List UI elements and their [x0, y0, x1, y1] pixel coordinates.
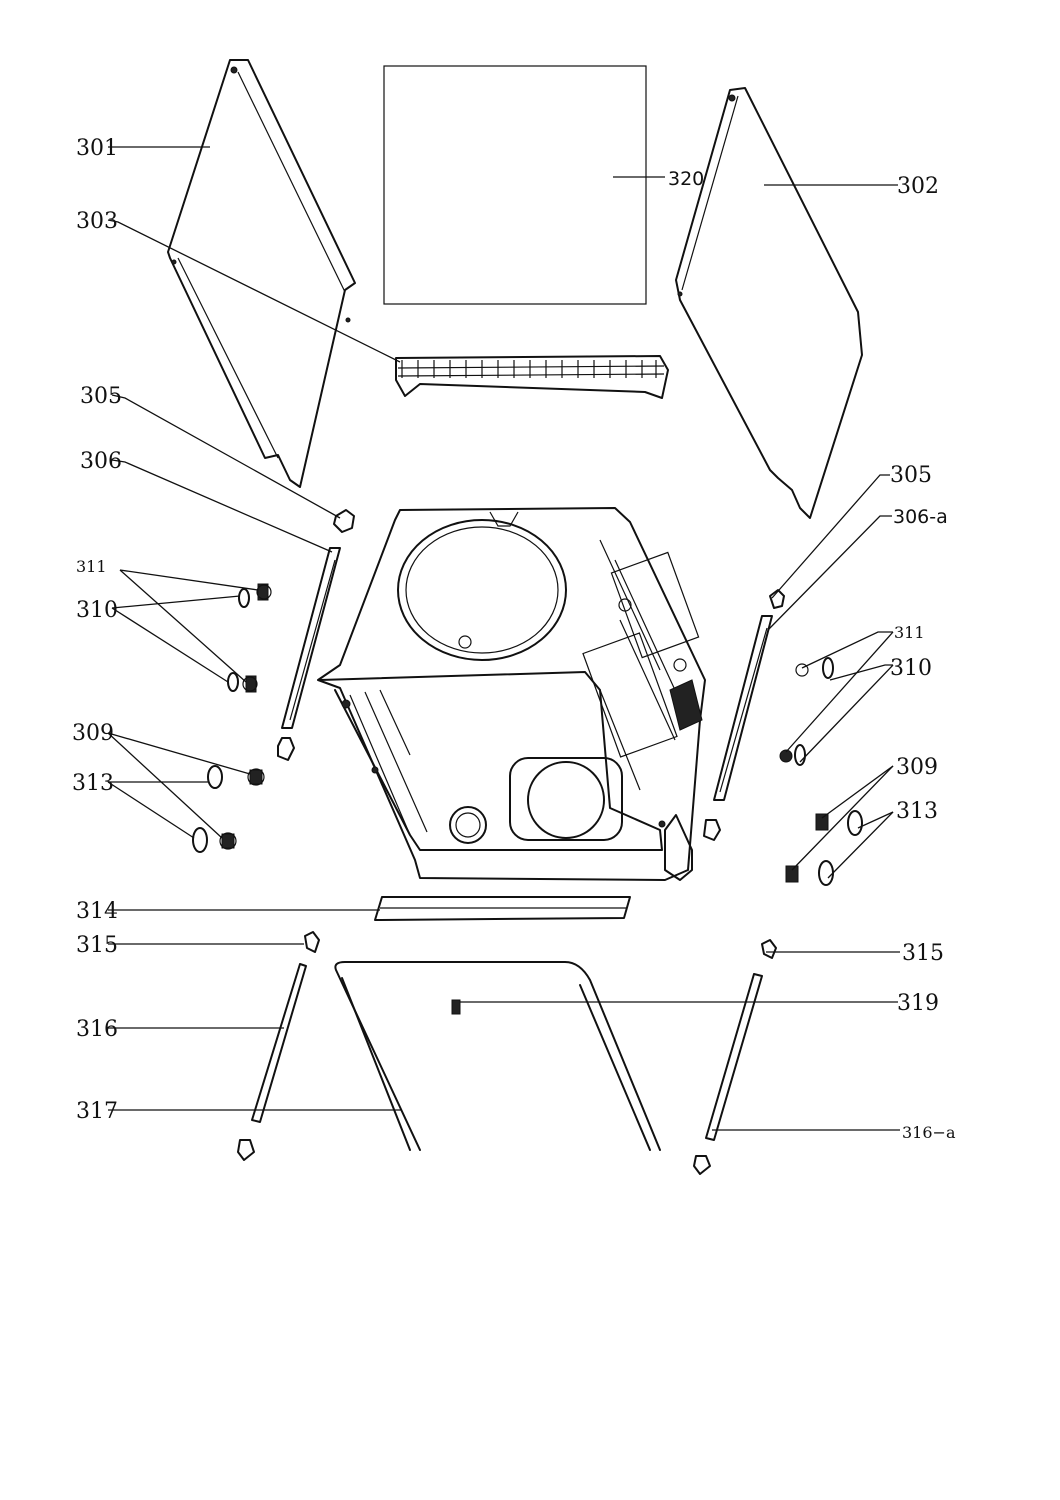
part-315-right-clip: [761, 939, 777, 959]
part-labels: 301 303 320 302 305 306 305 306-a 311 31…: [72, 136, 956, 1142]
part-tub-assembly: [317, 507, 706, 881]
part-306a-right-rail: [703, 615, 773, 841]
label-320: 320: [668, 168, 704, 190]
part-302-right-side-panel: [675, 87, 863, 519]
label-309-left: 309: [72, 721, 114, 746]
label-306a: 306-a: [893, 506, 948, 528]
part-311-left-screws: [242, 583, 272, 693]
part-305-left-clip: [333, 509, 355, 533]
label-311-left: 311: [76, 557, 107, 576]
part-309-left-feet: [219, 768, 265, 850]
part-316a-right-rail: [693, 973, 763, 1175]
label-315-right: 315: [902, 941, 944, 966]
label-313-right: 313: [896, 799, 938, 824]
label-305-right: 305: [890, 463, 932, 488]
label-301: 301: [76, 136, 118, 161]
part-313-left-pads: [192, 765, 223, 853]
label-302: 302: [897, 174, 939, 199]
label-310-right: 310: [890, 656, 932, 681]
label-314: 314: [76, 899, 118, 924]
part-310-right-washers: [779, 657, 834, 766]
part-306-left-rail: [277, 547, 341, 761]
part-301-left-side-panel: [167, 59, 356, 488]
part-319-small-bracket: [451, 999, 461, 1015]
label-319: 319: [897, 991, 939, 1016]
label-317: 317: [76, 1099, 118, 1124]
part-311-right-screw: [795, 663, 809, 677]
label-316: 316: [76, 1017, 118, 1042]
label-305-left: 305: [80, 384, 122, 409]
part-315-left-clip: [304, 931, 320, 953]
part-303-front-rail: [395, 355, 669, 399]
part-316-left-rail: [237, 963, 307, 1161]
part-305-right-clip: [769, 589, 785, 609]
leader-lines: [107, 146, 900, 1131]
label-306: 306: [80, 449, 122, 474]
label-316a: 316−a: [902, 1123, 956, 1142]
label-310-left: 310: [76, 598, 118, 623]
label-313-left: 313: [72, 771, 114, 796]
label-303: 303: [76, 209, 118, 234]
part-314-bottom-rail: [374, 896, 631, 921]
part-317-door-gasket: [334, 961, 661, 1151]
part-309-right-feet: [785, 813, 829, 883]
part-320-top-panel: [383, 65, 647, 305]
label-311-right: 311: [894, 623, 925, 642]
label-315-left: 315: [76, 933, 118, 958]
label-309-right: 309: [896, 755, 938, 780]
